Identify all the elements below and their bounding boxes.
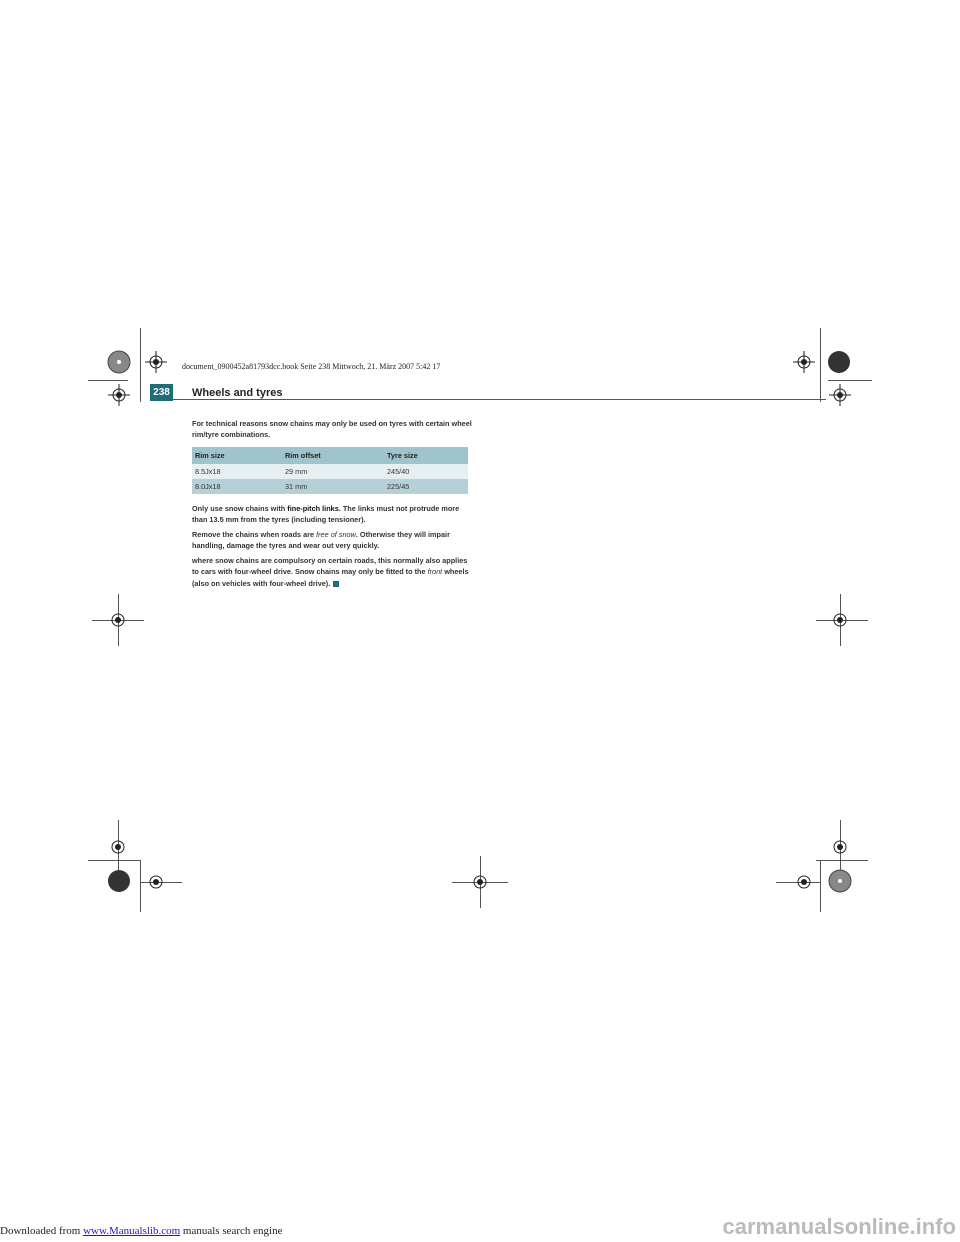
book-info: document_0900452a81793dcc.book Seite 238… [182,362,441,371]
crosshair-icon [833,840,847,854]
remove-chains-paragraph: Remove the chains when roads are free of… [192,529,474,552]
crosshair-icon [111,613,125,627]
rim-tyre-table: Rim size Rim offset Tyre size 8.5Jx18 29… [192,447,468,494]
table-cell: 8.0Jx18 [192,479,282,494]
crosshair-icon [111,840,125,854]
fine-pitch-paragraph: Only use snow chains with fine-pitch lin… [192,503,474,526]
table-row: 8.5Jx18 29 mm 245/40 [192,464,468,479]
crosshair-icon [797,875,811,889]
solid-dot-icon [108,870,130,892]
crosshair-icon [833,613,847,627]
bold-text: fine-pitch links [287,504,339,513]
crosshair-icon [793,351,815,373]
watermark: carmanualsonline.info [722,1214,957,1239]
table-header: Tyre size [384,447,468,464]
table-cell: 8.5Jx18 [192,464,282,479]
end-of-section-icon [333,580,340,587]
crosshair-icon [829,384,851,406]
manualslib-link[interactable]: www.Manualslib.com [83,1225,181,1237]
intro-paragraph: For technical reasons snow chains may on… [192,419,472,440]
header-rule [173,399,826,400]
footer-prefix: Downloaded from [0,1225,84,1237]
table-cell: 225/45 [384,479,468,494]
text-run: where snow chains are compulsory on cert… [192,556,468,577]
crosshair-icon [473,875,487,889]
footer-suffix: manuals search engine [180,1225,283,1237]
table-header-row: Rim size Rim offset Tyre size [192,447,468,464]
italic-text: front [427,567,443,577]
table-row: 8.0Jx18 31 mm 225/45 [192,479,468,494]
text-run: wheels (also on vehicles with four-wheel… [192,567,469,588]
compulsory-paragraph: where snow chains are compulsory on cert… [192,555,474,589]
crosshair-icon [828,869,852,893]
table-cell: 31 mm [282,479,384,494]
italic-text: free of snow [316,530,356,539]
table-cell: 29 mm [282,464,384,479]
text-run: Remove the chains when roads are [192,530,317,539]
solid-dot-icon [828,351,850,373]
table-cell: 245/40 [384,464,468,479]
text-run: Only use snow chains with [192,504,288,513]
download-footer: Downloaded from www.Manualslib.com manua… [0,1225,282,1237]
text-run: . Otherwise they will impair handling, d… [192,530,450,551]
page-number: 238 [150,384,173,401]
text-run: . The links must not protrude more than … [192,504,460,525]
crosshair-icon [107,350,131,374]
crosshair-icon [145,351,167,373]
table-header: Rim size [192,447,282,464]
section-title: Wheels and tyres [192,387,283,399]
crosshair-icon [149,875,163,889]
table-header: Rim offset [282,447,384,464]
crosshair-icon [108,384,130,406]
